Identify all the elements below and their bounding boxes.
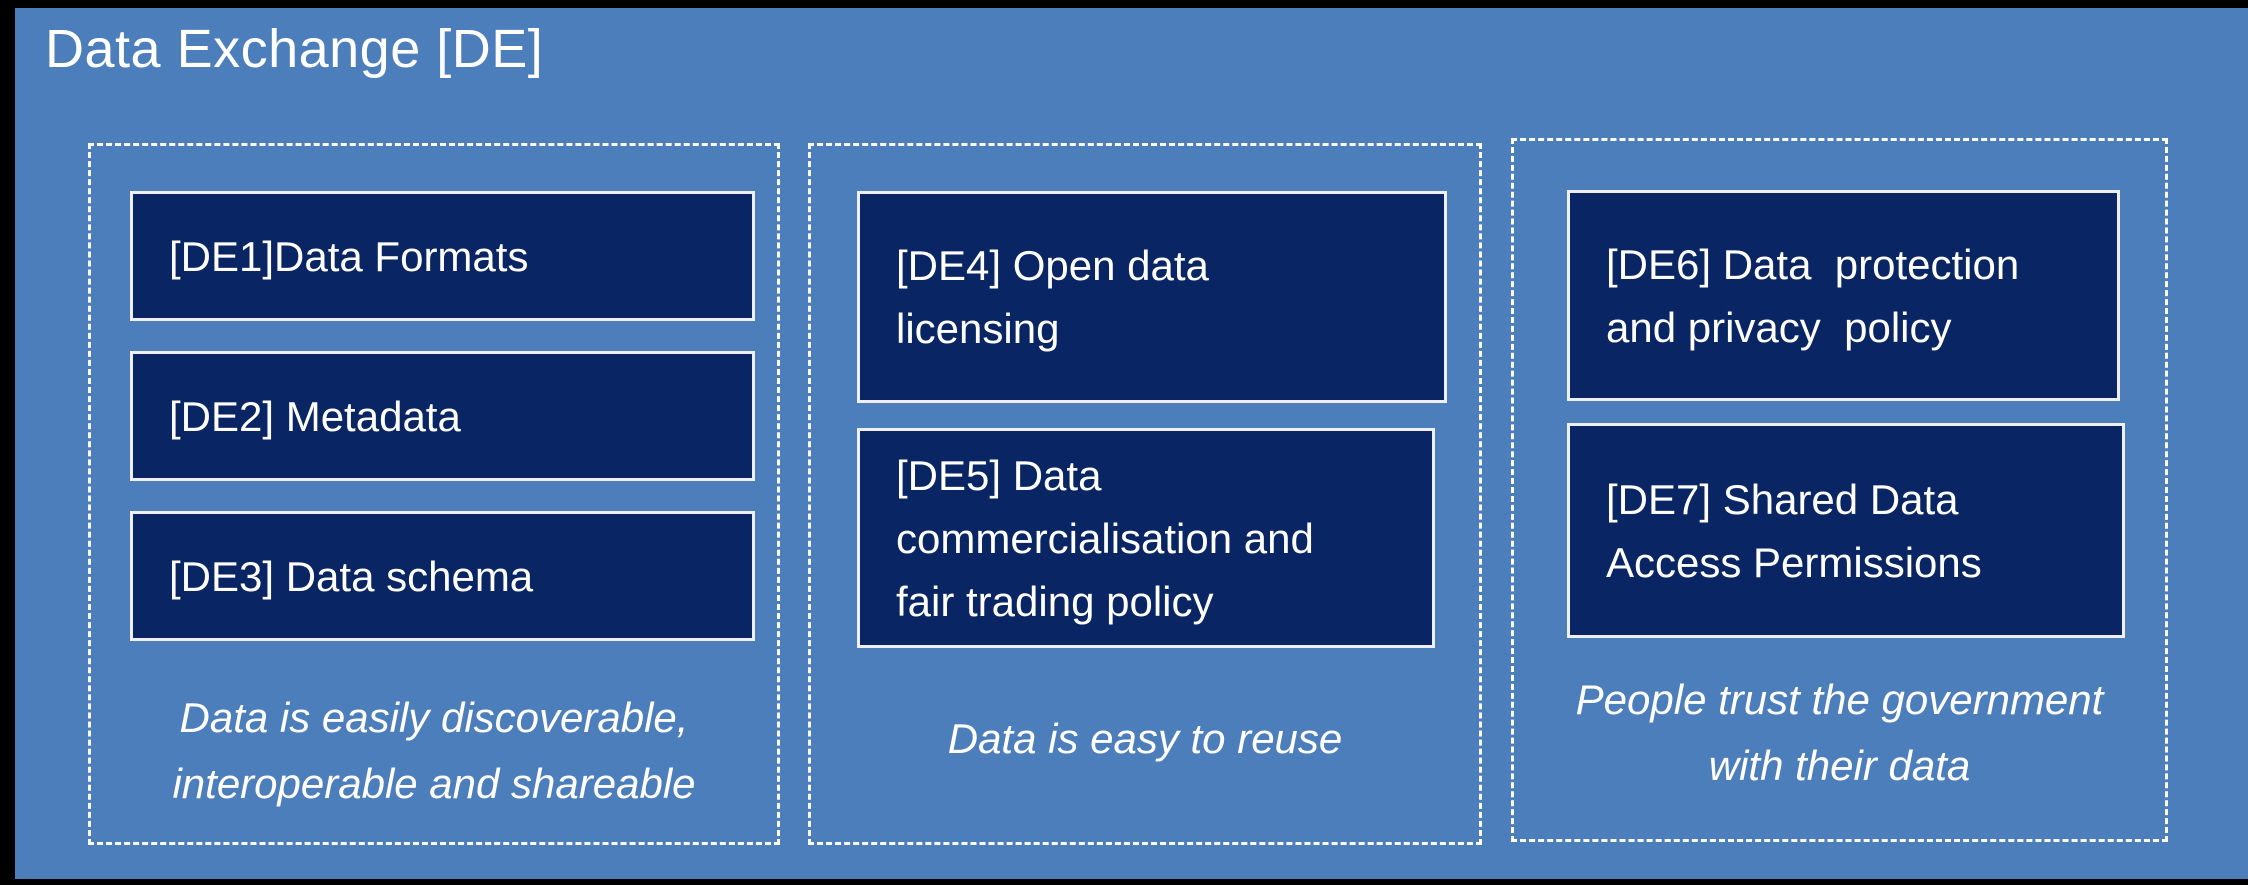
box-de2-label: [DE2] Metadata bbox=[169, 392, 461, 440]
box-de3-label: [DE3] Data schema bbox=[169, 552, 534, 600]
page-title: Data Exchange [DE] bbox=[45, 19, 544, 79]
box-de7: [DE7] Shared Data Access Permissions bbox=[1567, 423, 2125, 638]
column-discoverable-boxes: [DE1]Data Formats [DE2] Metadata [DE3] D… bbox=[91, 146, 777, 671]
box-de6: [DE6] Data protection and privacy policy bbox=[1567, 190, 2120, 401]
box-de1: [DE1]Data Formats bbox=[130, 191, 755, 321]
box-de6-label: [DE6] Data protection and privacy policy bbox=[1606, 240, 2020, 351]
box-de3: [DE3] Data schema bbox=[130, 511, 755, 641]
slide-panel: Data Exchange [DE] [DE1]Data Formats [DE… bbox=[15, 8, 2248, 879]
box-de5: [DE5] Data commercialisation and fair tr… bbox=[857, 428, 1435, 648]
box-de5-label: [DE5] Data commercialisation and fair tr… bbox=[896, 451, 1314, 625]
column-trust: [DE6] Data protection and privacy policy… bbox=[1511, 138, 2168, 842]
box-de7-label: [DE7] Shared Data Access Permissions bbox=[1606, 475, 1982, 586]
box-de4: [DE4] Open data licensing bbox=[857, 191, 1447, 403]
column-reuse: [DE4] Open data licensing [DE5] Data com… bbox=[808, 143, 1482, 845]
box-de2: [DE2] Metadata bbox=[130, 351, 755, 481]
box-de1-label: [DE1]Data Formats bbox=[169, 232, 529, 280]
column-trust-caption: People trust the government with their d… bbox=[1575, 676, 2104, 789]
column-trust-boxes: [DE6] Data protection and privacy policy… bbox=[1514, 141, 2165, 638]
column-discoverable-caption: Data is easily discoverable, interoperab… bbox=[172, 694, 696, 807]
box-de4-label: [DE4] Open data licensing bbox=[896, 242, 1209, 352]
column-discoverable: [DE1]Data Formats [DE2] Metadata [DE3] D… bbox=[88, 143, 780, 845]
column-reuse-boxes: [DE4] Open data licensing [DE5] Data com… bbox=[811, 146, 1479, 648]
column-reuse-caption: Data is easy to reuse bbox=[947, 715, 1343, 763]
